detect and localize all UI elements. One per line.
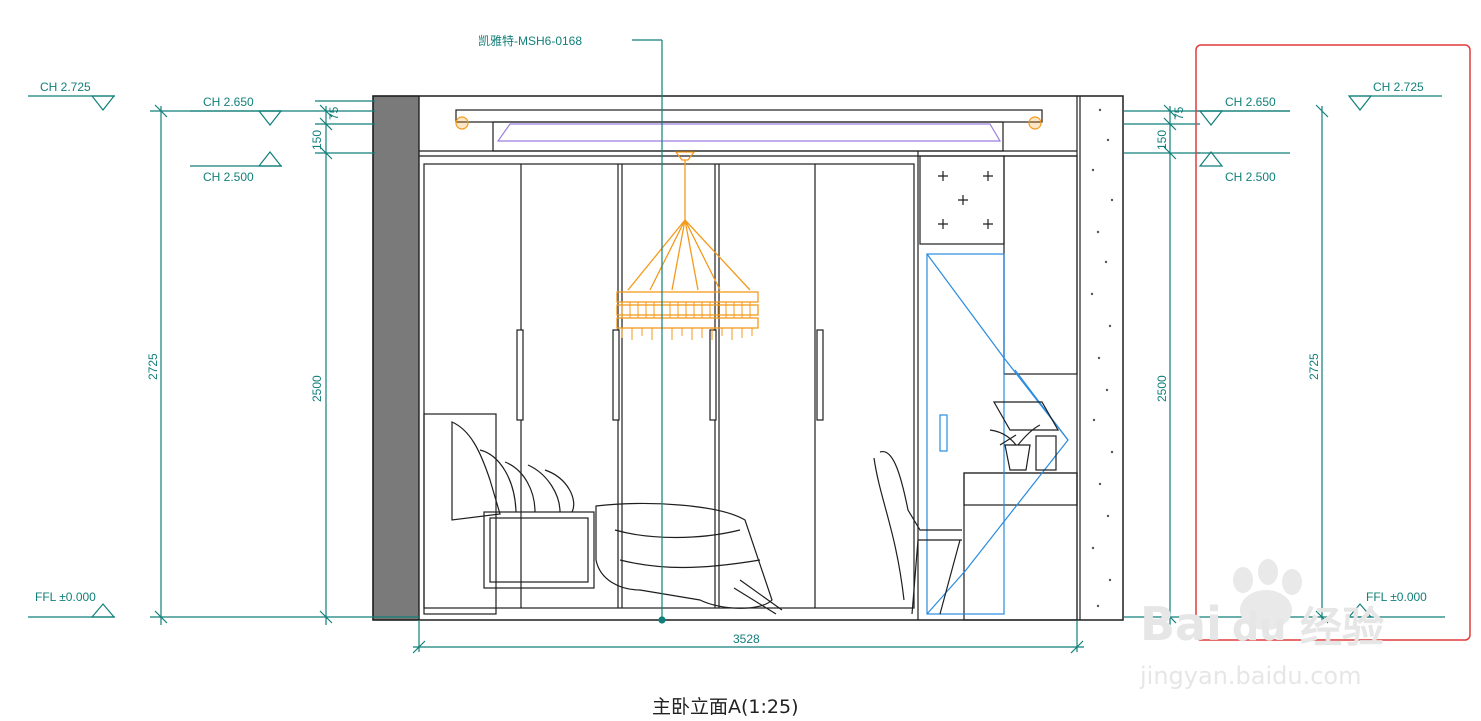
chair (873, 451, 962, 615)
dim-cove-depth-right: 150 (1155, 130, 1169, 150)
level-ffl-right: FFL ±0.000 (1366, 590, 1427, 604)
drawing-title: 主卧立面A(1:25) (652, 696, 799, 718)
dim-cove-step-left: 75 (327, 106, 341, 120)
watermark-brand-suffix: du (1232, 605, 1286, 649)
fixture-label: 凯雅特-MSH6-0168 (478, 33, 582, 48)
watermark-brand: Bai (1140, 597, 1222, 651)
right-wall-section (1079, 96, 1114, 620)
highlight-box (1195, 44, 1471, 641)
level-ch-2650-right: CH 2.650 (1225, 95, 1276, 109)
room-elevation (372, 95, 1124, 621)
level-ch-2500-right: CH 2.500 (1225, 170, 1276, 184)
chandelier (616, 151, 759, 340)
level-ch-2725-right: CH 2.725 (1373, 80, 1424, 94)
watermark-product: 经验 (1300, 603, 1384, 652)
wardrobe (423, 163, 915, 609)
level-ch-2725-left: CH 2.725 (40, 80, 91, 94)
door (926, 253, 1069, 615)
watermark-url: jingyan.baidu.com (1139, 662, 1361, 690)
left-wall-section (372, 95, 420, 621)
dim-total-height-right: 2725 (1307, 353, 1321, 380)
level-ch-2500-left: CH 2.500 (203, 170, 254, 184)
baidu-watermark: Bai du 经验 jingyan.baidu.com (1139, 559, 1384, 690)
side-cabinet (917, 151, 1078, 621)
dimension-lines (28, 39, 1445, 654)
dim-ceiling-height-right: 2500 (1155, 375, 1169, 402)
ceiling-cove (419, 109, 1077, 157)
room-frame (372, 95, 1124, 621)
dim-width: 3528 (733, 632, 760, 646)
level-ch-2650-left: CH 2.650 (203, 95, 254, 109)
dim-cove-step-right: 75 (1172, 106, 1186, 120)
level-ffl-left: FFL ±0.000 (35, 590, 96, 604)
dim-ceiling-height-left: 2500 (310, 375, 324, 402)
dim-total-height-left: 2725 (146, 353, 160, 380)
bed (423, 413, 783, 615)
dim-cove-depth-left: 150 (310, 130, 324, 150)
paw-icon (1233, 559, 1302, 630)
decor-plant (989, 401, 1060, 471)
